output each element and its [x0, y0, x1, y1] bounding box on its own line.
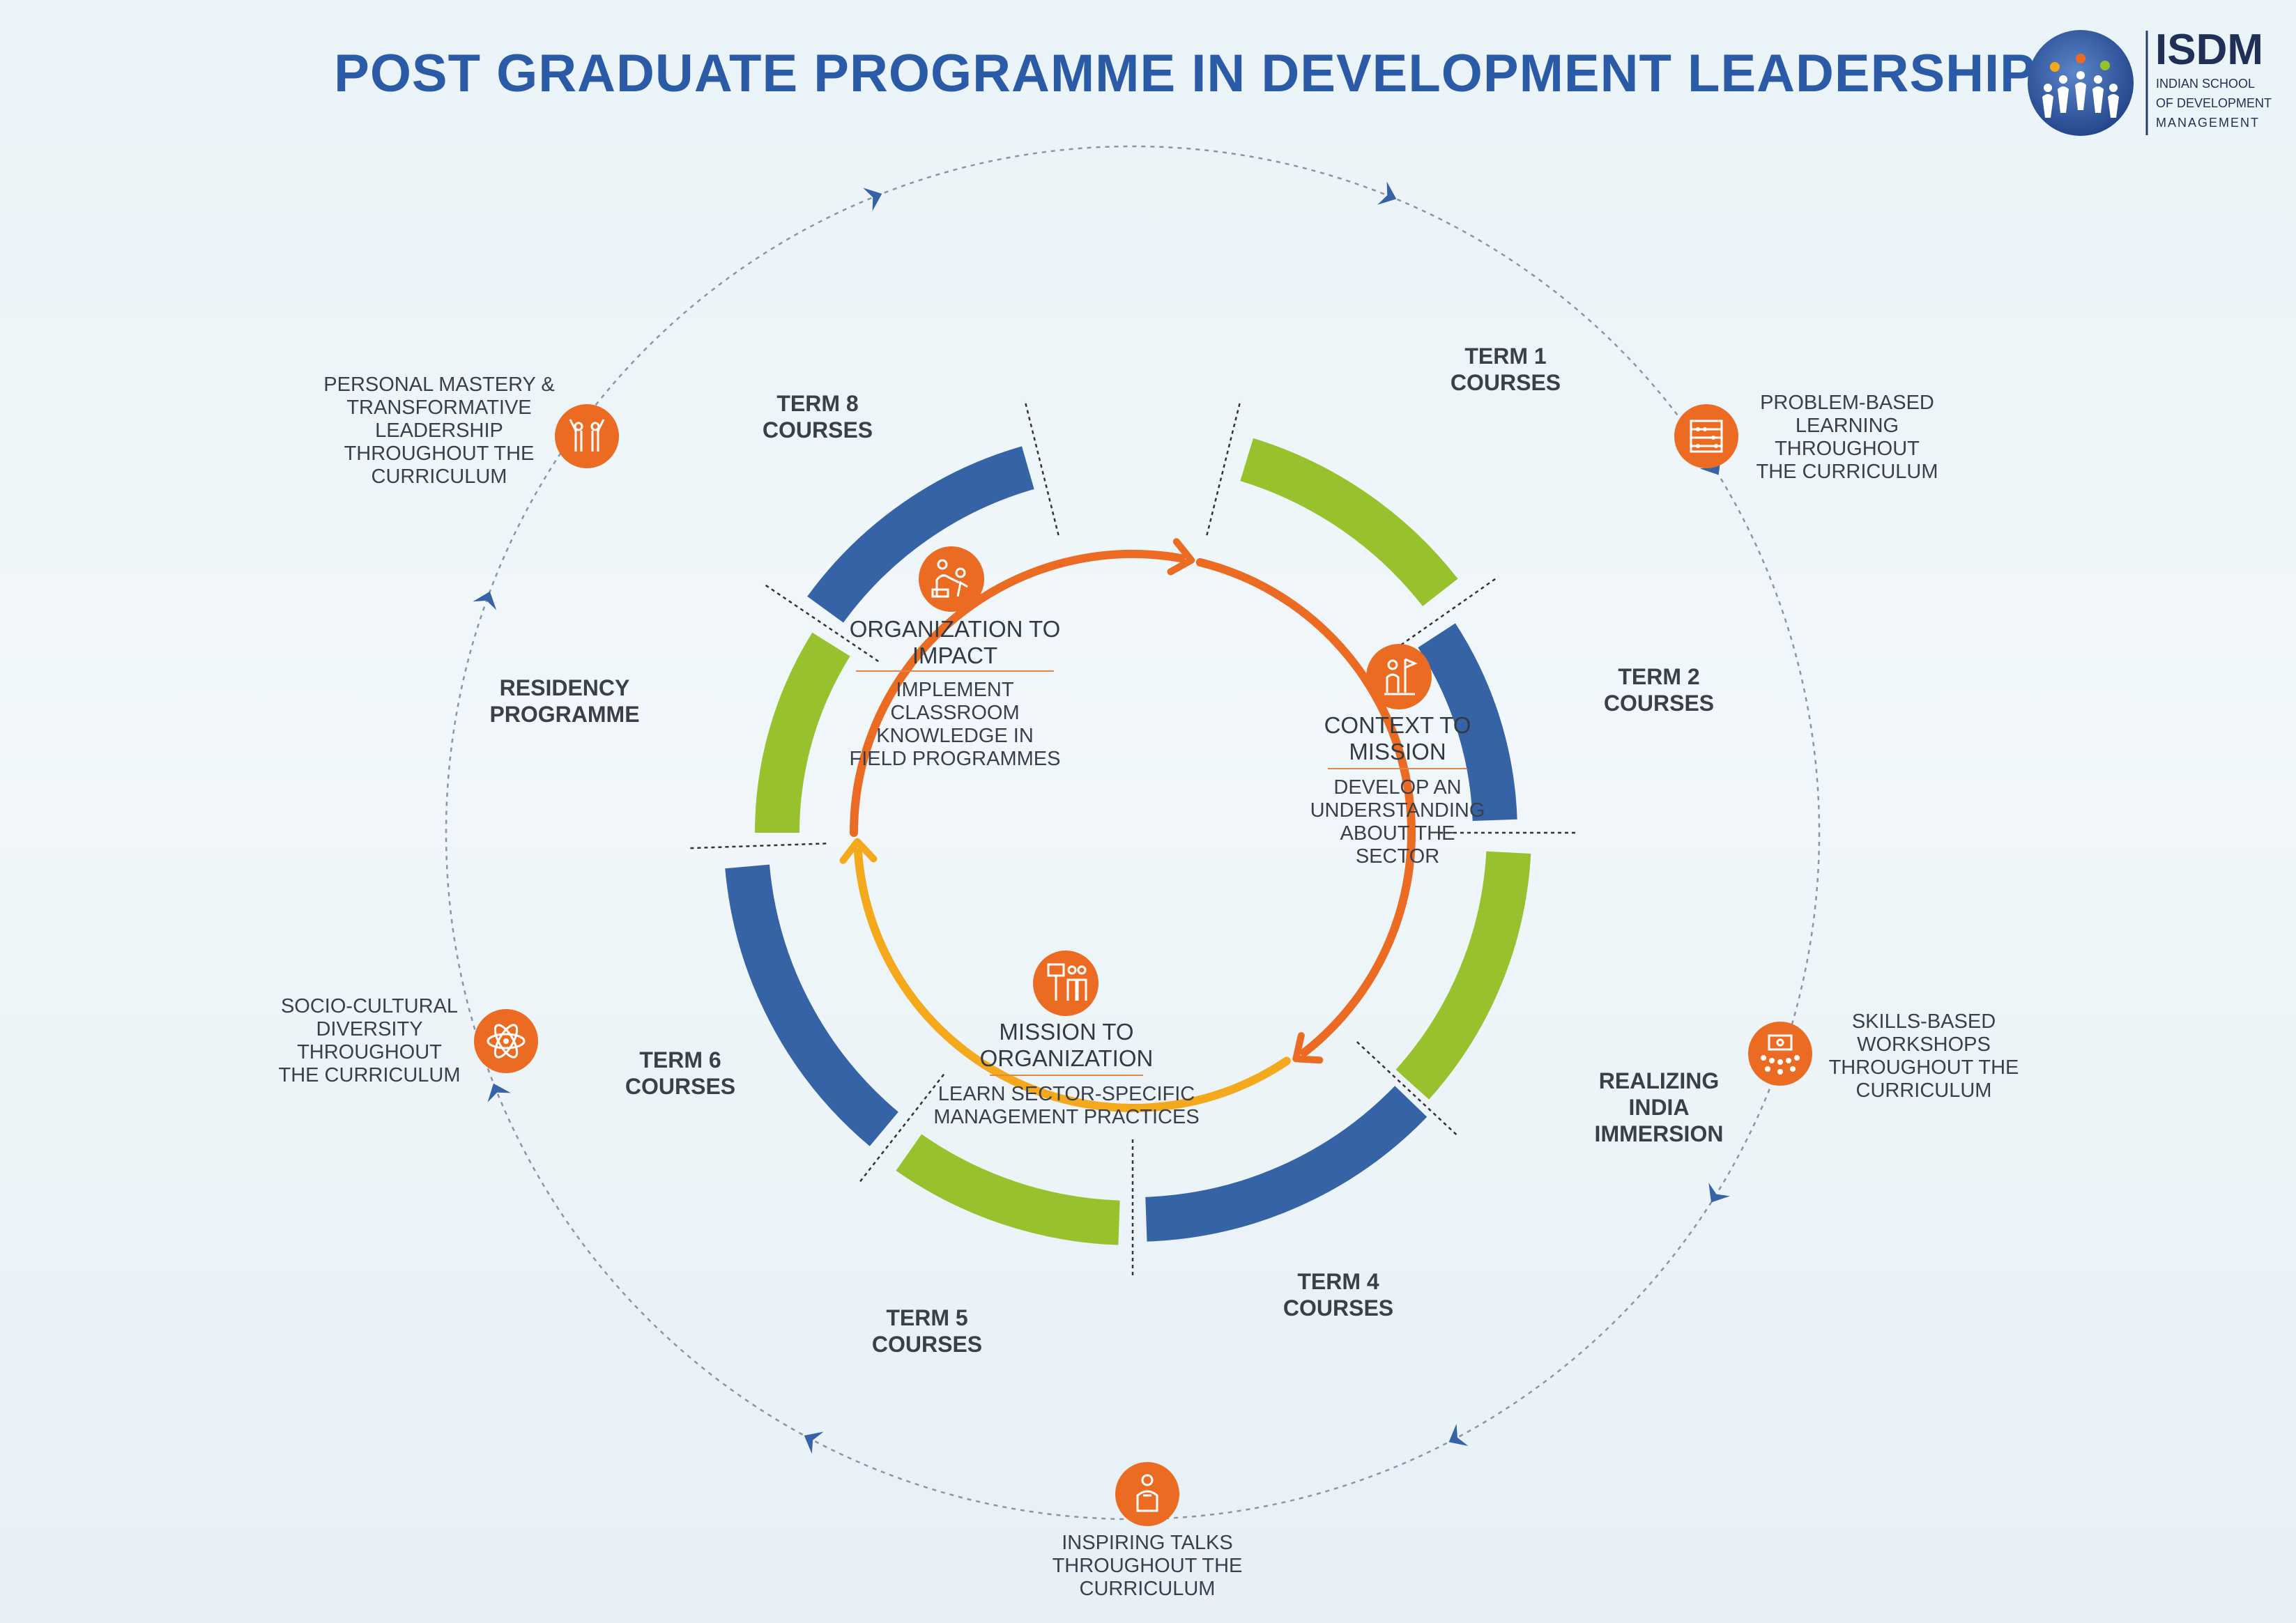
ring-direction-chevron: [1377, 181, 1397, 205]
ring-direction-chevron: [1708, 1183, 1730, 1203]
mission-to-organization-desc: LEARN SECTOR-SPECIFIC MANAGEMENT PRACTIC…: [933, 1083, 1200, 1128]
segment-separator: [1206, 399, 1242, 536]
mission-arrowhead: [839, 838, 878, 864]
segment-separator: [762, 583, 879, 663]
ring-direction-chevron: [487, 1083, 511, 1102]
personal-mastery-text: PERSONAL MASTERY & TRANSFORMATIVE LEADER…: [323, 374, 555, 488]
term2-arc: [1418, 623, 1517, 822]
context-to-mission-arrow: [1195, 557, 1416, 1057]
term2-label: TERM 2 COURSES: [1603, 664, 1715, 716]
ring-direction-chevron: [804, 1431, 824, 1454]
celebrating-people-icon: [555, 404, 619, 468]
helping-hand-icon: [919, 546, 984, 612]
context-to-mission-desc: DEVELOP AN UNDERSTANDING ABOUT THE SECTO…: [1310, 776, 1485, 868]
logo-line2: OF DEVELOPMENT: [2156, 96, 2272, 110]
segment-separator: [1356, 1041, 1460, 1138]
mission-to-organization-arrow: [854, 847, 1291, 1113]
ring-direction-chevron: [473, 591, 497, 610]
organization-to-impact-title: ORGANIZATION TO IMPACT: [849, 616, 1061, 668]
logo-name: ISDM: [2155, 26, 2263, 74]
term4-label: TERM 4 COURSES: [1283, 1269, 1394, 1321]
skills-based-workshops-text: SKILLS-BASED WORKSHOPS THROUGHOUT THE CU…: [1828, 1010, 2019, 1102]
term1-arc: [1240, 438, 1458, 607]
problem-based-learning-text: PROBLEM-BASED LEARNING THROUGHOUT THE CU…: [1756, 392, 1938, 483]
residency-arc: [755, 632, 850, 833]
atom-icon: [474, 1009, 538, 1073]
term6-arc: [725, 864, 898, 1146]
mission-divider: [990, 1075, 1143, 1076]
residency-label: RESIDENCY PROGRAMME: [489, 675, 640, 727]
socio-cultural-diversity-text: SOCIO-CULTURAL DIVERSITY THROUGHOUT THE …: [278, 995, 461, 1086]
term5-label: TERM 5 COURSES: [871, 1305, 983, 1357]
segment-separator: [1023, 399, 1059, 536]
context-arrowhead: [1292, 1032, 1324, 1064]
ring-direction-chevron: [1448, 1424, 1469, 1446]
page-title: POST GRADUATE PROGRAMME IN DEVELOPMENT L…: [334, 44, 2036, 103]
inspiring-talks-text: INSPIRING TALKS THROUGHOUT THE CURRICULU…: [1052, 1532, 1243, 1600]
term8-label: TERM 8 COURSES: [762, 391, 873, 443]
logo-line1: INDIAN SCHOOL: [2156, 77, 2255, 91]
context-divider: [1328, 768, 1467, 769]
segment-separator: [857, 1073, 945, 1185]
isdm-logo: ISDM INDIAN SCHOOL OF DEVELOPMENT MANAGE…: [2021, 24, 2279, 149]
term6-label: TERM 6 COURSES: [625, 1047, 736, 1099]
organization-divider: [856, 670, 1054, 672]
flag-person-icon: [1366, 644, 1432, 709]
speaker-icon: [1115, 1462, 1179, 1526]
segment-separator: [687, 843, 827, 849]
logo-line3: MANAGEMENT: [2156, 116, 2260, 130]
abacus-icon: [1674, 404, 1738, 468]
workshop-icon: [1748, 1022, 1812, 1086]
organization-to-impact-desc: IMPLEMENT CLASSROOM KNOWLEDGE IN FIELD P…: [849, 679, 1061, 770]
ring-direction-chevron: [863, 187, 882, 211]
term5-arc: [896, 1134, 1120, 1245]
realizing-india-label: REALIZING INDIA IMMERSION: [1594, 1068, 1724, 1146]
presentation-people-icon: [1033, 951, 1099, 1016]
organization-to-impact-arrow: [850, 550, 1186, 837]
segment-separator: [1383, 576, 1499, 658]
mission-to-organization-title: MISSION TO ORGANIZATION: [979, 1019, 1154, 1071]
term8-arc: [807, 446, 1034, 623]
ring-direction-chevron: [1699, 455, 1722, 475]
organization-arrowhead: [1167, 538, 1195, 576]
outer-dotted-ring: [445, 145, 1821, 1521]
context-to-mission-title: CONTEXT TO MISSION: [1324, 712, 1471, 764]
term1-label: TERM 1 COURSES: [1450, 344, 1561, 395]
term4-arc: [1145, 1086, 1428, 1242]
realizing-india-arc: [1395, 851, 1531, 1100]
